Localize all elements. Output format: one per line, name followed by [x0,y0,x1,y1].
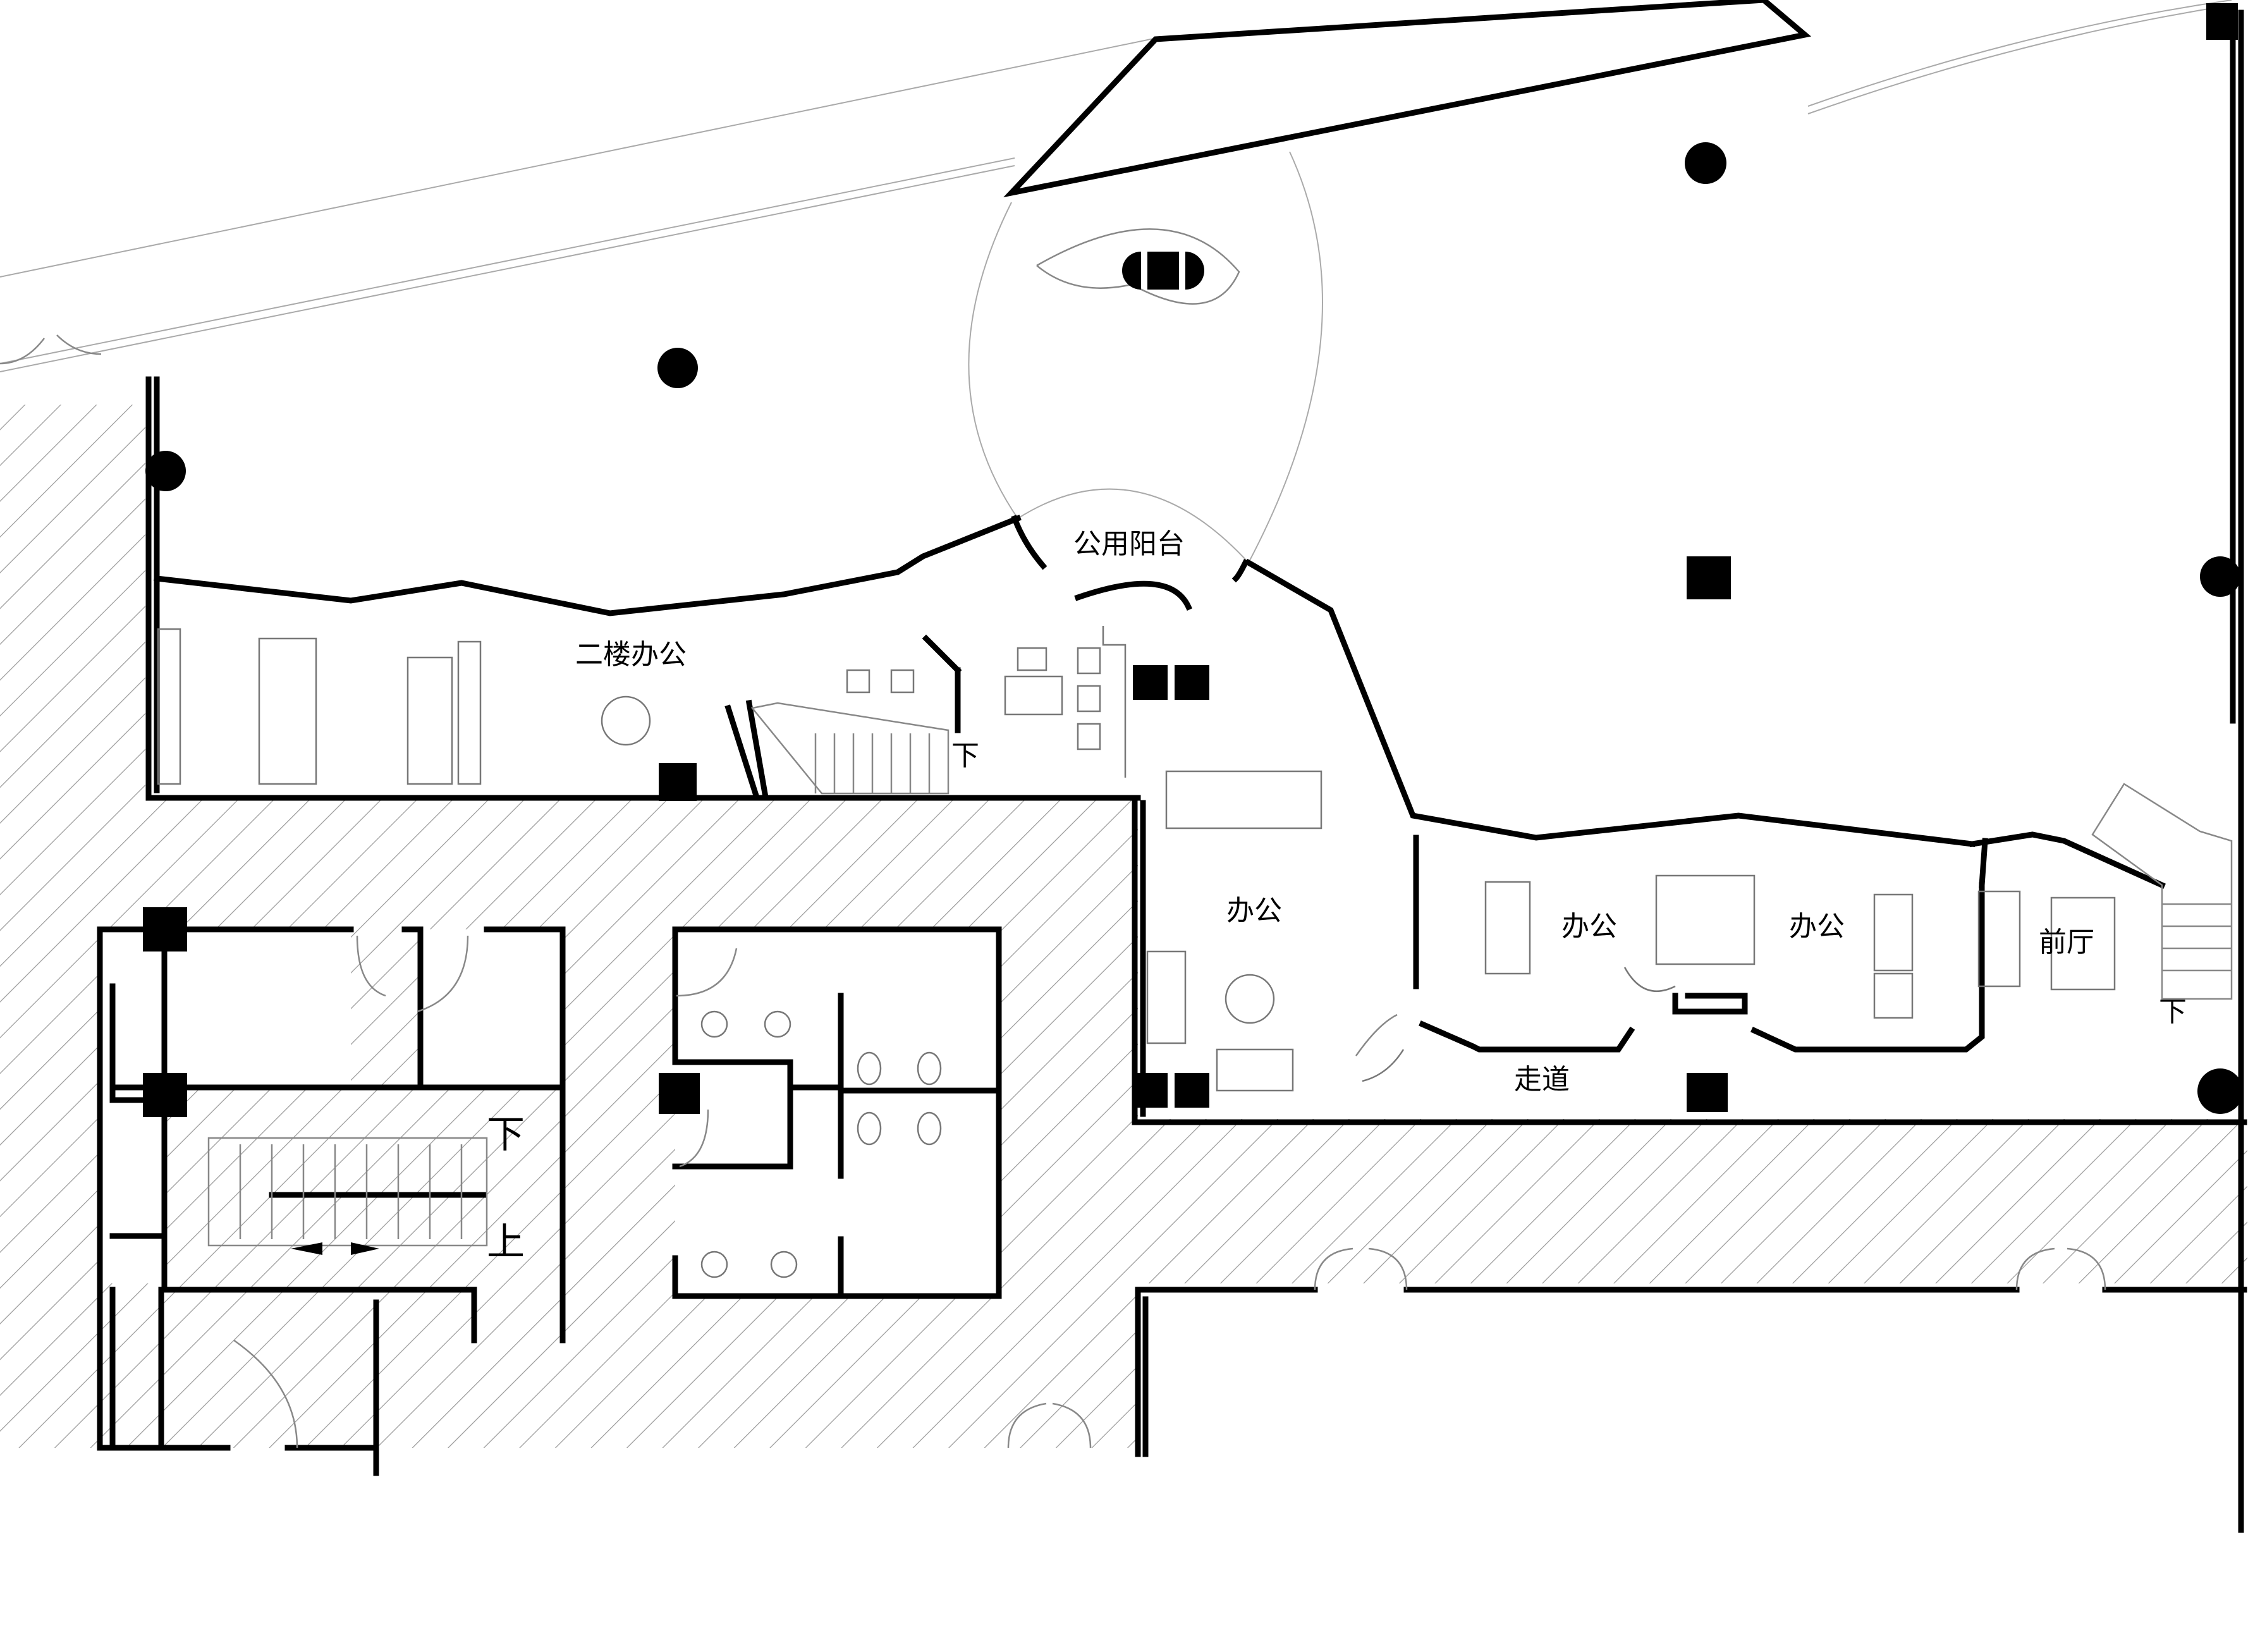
room-label-office-b: 办公 [1561,910,1617,943]
balcony-roof [1003,0,1812,198]
stair-label-front-down: 下 [2159,996,2187,1028]
room-label-office-c: 办公 [1789,910,1845,943]
room-label-front-hall: 前厅 [2039,926,2094,958]
room-label-public-balcony: 公用阳台 [1073,528,1185,560]
stair-label-lobby-down: 下 [951,740,979,772]
exterior-walls [145,9,2247,1533]
room-label-corridor: 走道 [1514,1063,1570,1096]
room-label-second-floor-office: 二楼办公 [575,639,687,671]
stair-label-core-down: 下 [487,1113,525,1157]
stair-labels: 下 下 上 下 [487,740,2187,1264]
structural-columns [143,3,2243,1117]
room-labels: 二楼办公 公用阳台 办公 办公 办公 前厅 走道 [575,528,2094,1096]
front-stair [2091,783,2233,1000]
partitions [724,634,1988,1053]
site-lines [0,0,2232,563]
furniture [157,626,2116,1092]
stair-label-core-up: 上 [487,1220,525,1264]
curtain-walls [154,515,2166,889]
washrooms [672,926,1002,1299]
doors [0,334,2106,1448]
room-label-office-a: 办公 [1226,895,1282,927]
lobby-stair [750,702,950,795]
